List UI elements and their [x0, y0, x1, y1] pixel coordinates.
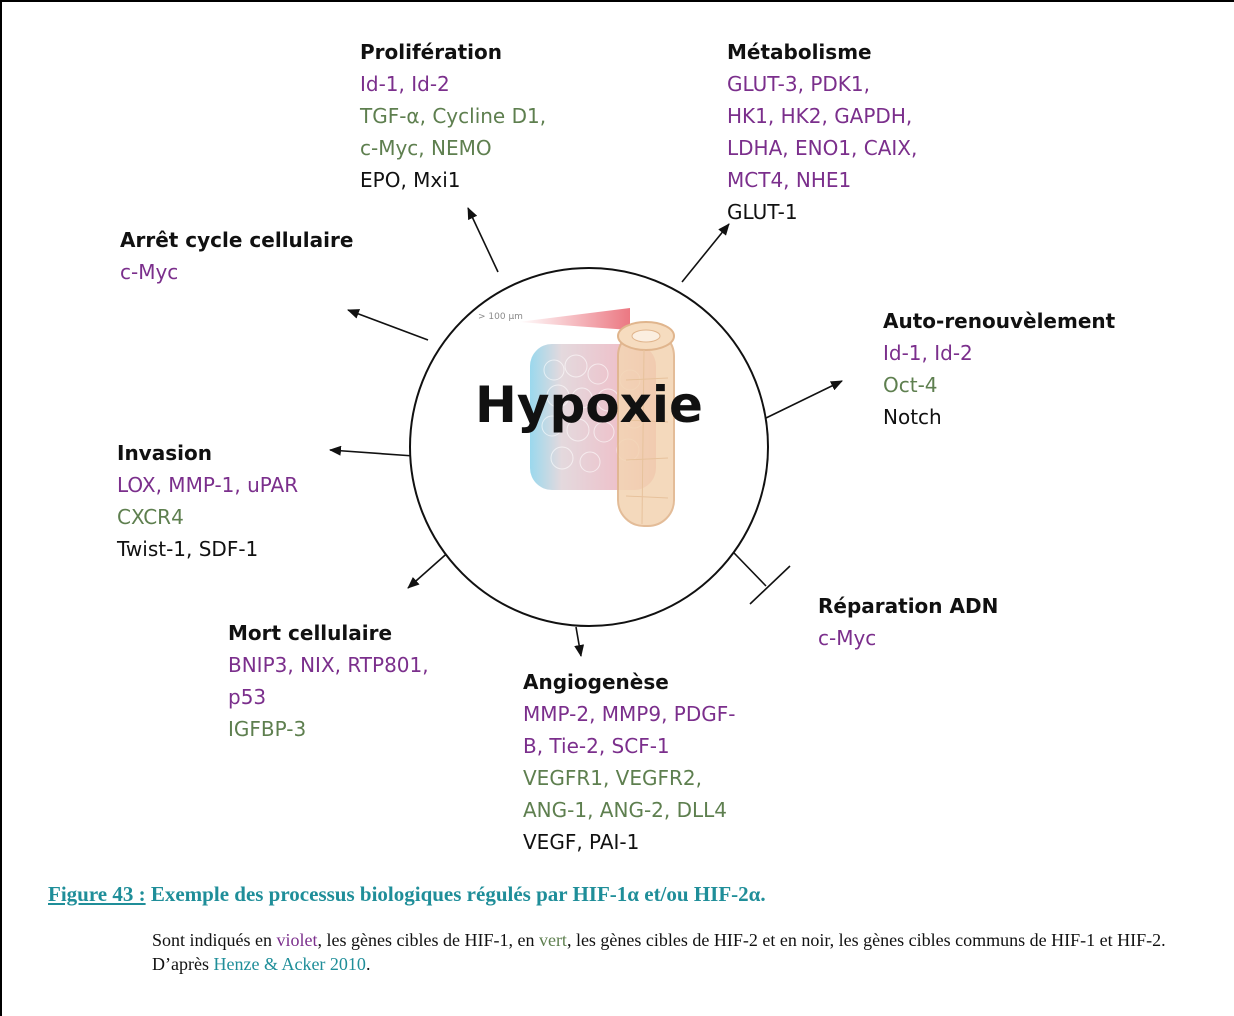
arrow-auto-renouvellement [765, 380, 843, 419]
gene-line: VEGFR1, VEGFR2, [523, 766, 702, 790]
note-text: Sont indiqués en [152, 930, 277, 950]
arrow-arret-cycle [347, 309, 429, 341]
gene-line: HK1, HK2, GAPDH, [727, 104, 913, 128]
gene-line: CXCR4 [117, 505, 184, 529]
gene-line: VEGF, PAI-1 [523, 830, 640, 854]
gene-line: TGF-α, Cycline D1, [360, 104, 547, 128]
group-title: Angiogenèse [523, 670, 669, 694]
note-violet: violet [276, 930, 318, 950]
group-title: Invasion [117, 441, 212, 465]
arrow-angiogenese [574, 626, 585, 657]
group-title: Arrêt cycle cellulaire [120, 228, 354, 252]
gene-line: c-Myc [120, 260, 179, 284]
note-text: . [365, 954, 371, 974]
gene-line: GLUT-1 [727, 200, 798, 224]
gene-line: Notch [883, 405, 942, 429]
figure-note: Sont indiqués en violet, les gènes cible… [152, 928, 1227, 976]
group-title: Auto-renouvèlement [883, 309, 1116, 333]
figure-caption: Figure 43 : Exemple des processus biolog… [48, 882, 766, 907]
group-arret-cycle: Arrêt cycle cellulaire c-Myc [120, 224, 353, 288]
gene-line: Id-1, Id-2 [360, 72, 450, 96]
arrow-metabolisme [681, 223, 730, 283]
figure-caption-text: Exemple des processus biologiques régulé… [145, 882, 766, 906]
group-invasion: Invasion LOX, MMP-1, uPAR CXCR4 Twist-1,… [117, 437, 298, 565]
scale-label: > 100 µm [478, 312, 523, 322]
note-green: vert [538, 930, 567, 950]
group-mort-cellulaire: Mort cellulaire BNIP3, NIX, RTP801, p53 … [228, 617, 429, 745]
reference-link: Henze & Acker 2010 [213, 954, 366, 974]
tumor-tissue-illustration [518, 308, 675, 527]
group-auto-renouvellement: Auto-renouvèlement Id-1, Id-2 Oct-4 Notc… [883, 305, 1115, 433]
hypoxia-title: Hypoxie [475, 376, 703, 434]
figure-label: Figure 43 : [48, 882, 146, 906]
gene-line: EPO, Mxi1 [360, 168, 461, 192]
gene-line: c-Myc, NEMO [360, 136, 492, 160]
note-text: , les gènes cibles de HIF-2 et en noir, … [566, 930, 1166, 950]
gene-line: MCT4, NHE1 [727, 168, 852, 192]
note-source: D’après [152, 954, 214, 974]
gene-line: LOX, MMP-1, uPAR [117, 473, 299, 497]
gene-line: p53 [228, 685, 267, 709]
group-title: Réparation ADN [818, 594, 999, 618]
gene-line: BNIP3, NIX, RTP801, [228, 653, 429, 677]
gene-line: ANG-1, ANG-2, DLL4 [523, 798, 728, 822]
gene-line: LDHA, ENO1, CAIX, [727, 136, 918, 160]
gene-line: MMP-2, MMP9, PDGF- [523, 702, 736, 726]
gene-line: B, Tie-2, SCF-1 [523, 734, 670, 758]
group-reparation-adn: Réparation ADN c-Myc [818, 590, 998, 654]
gene-line: c-Myc [818, 626, 877, 650]
group-proliferation: Prolifération Id-1, Id-2 TGF-α, Cycline … [360, 36, 546, 196]
gene-line: Twist-1, SDF-1 [117, 537, 259, 561]
group-angiogenese: Angiogenèse MMP-2, MMP9, PDGF- B, Tie-2,… [523, 666, 735, 858]
arrow-proliferation [467, 207, 499, 273]
arrow-invasion [329, 445, 415, 457]
gene-line: IGFBP-3 [228, 717, 307, 741]
group-title: Prolifération [360, 40, 502, 64]
group-title: Métabolisme [727, 40, 872, 64]
group-metabolisme: Métabolisme GLUT-3, PDK1, HK1, HK2, GAPD… [727, 36, 917, 228]
inhibit-bar-reparation [749, 565, 791, 605]
note-text: , les gènes cibles de HIF-1, en [317, 930, 539, 950]
gene-line: Id-1, Id-2 [883, 341, 973, 365]
gene-line: GLUT-3, PDK1, [727, 72, 870, 96]
gene-line: Oct-4 [883, 373, 938, 397]
group-title: Mort cellulaire [228, 621, 393, 645]
